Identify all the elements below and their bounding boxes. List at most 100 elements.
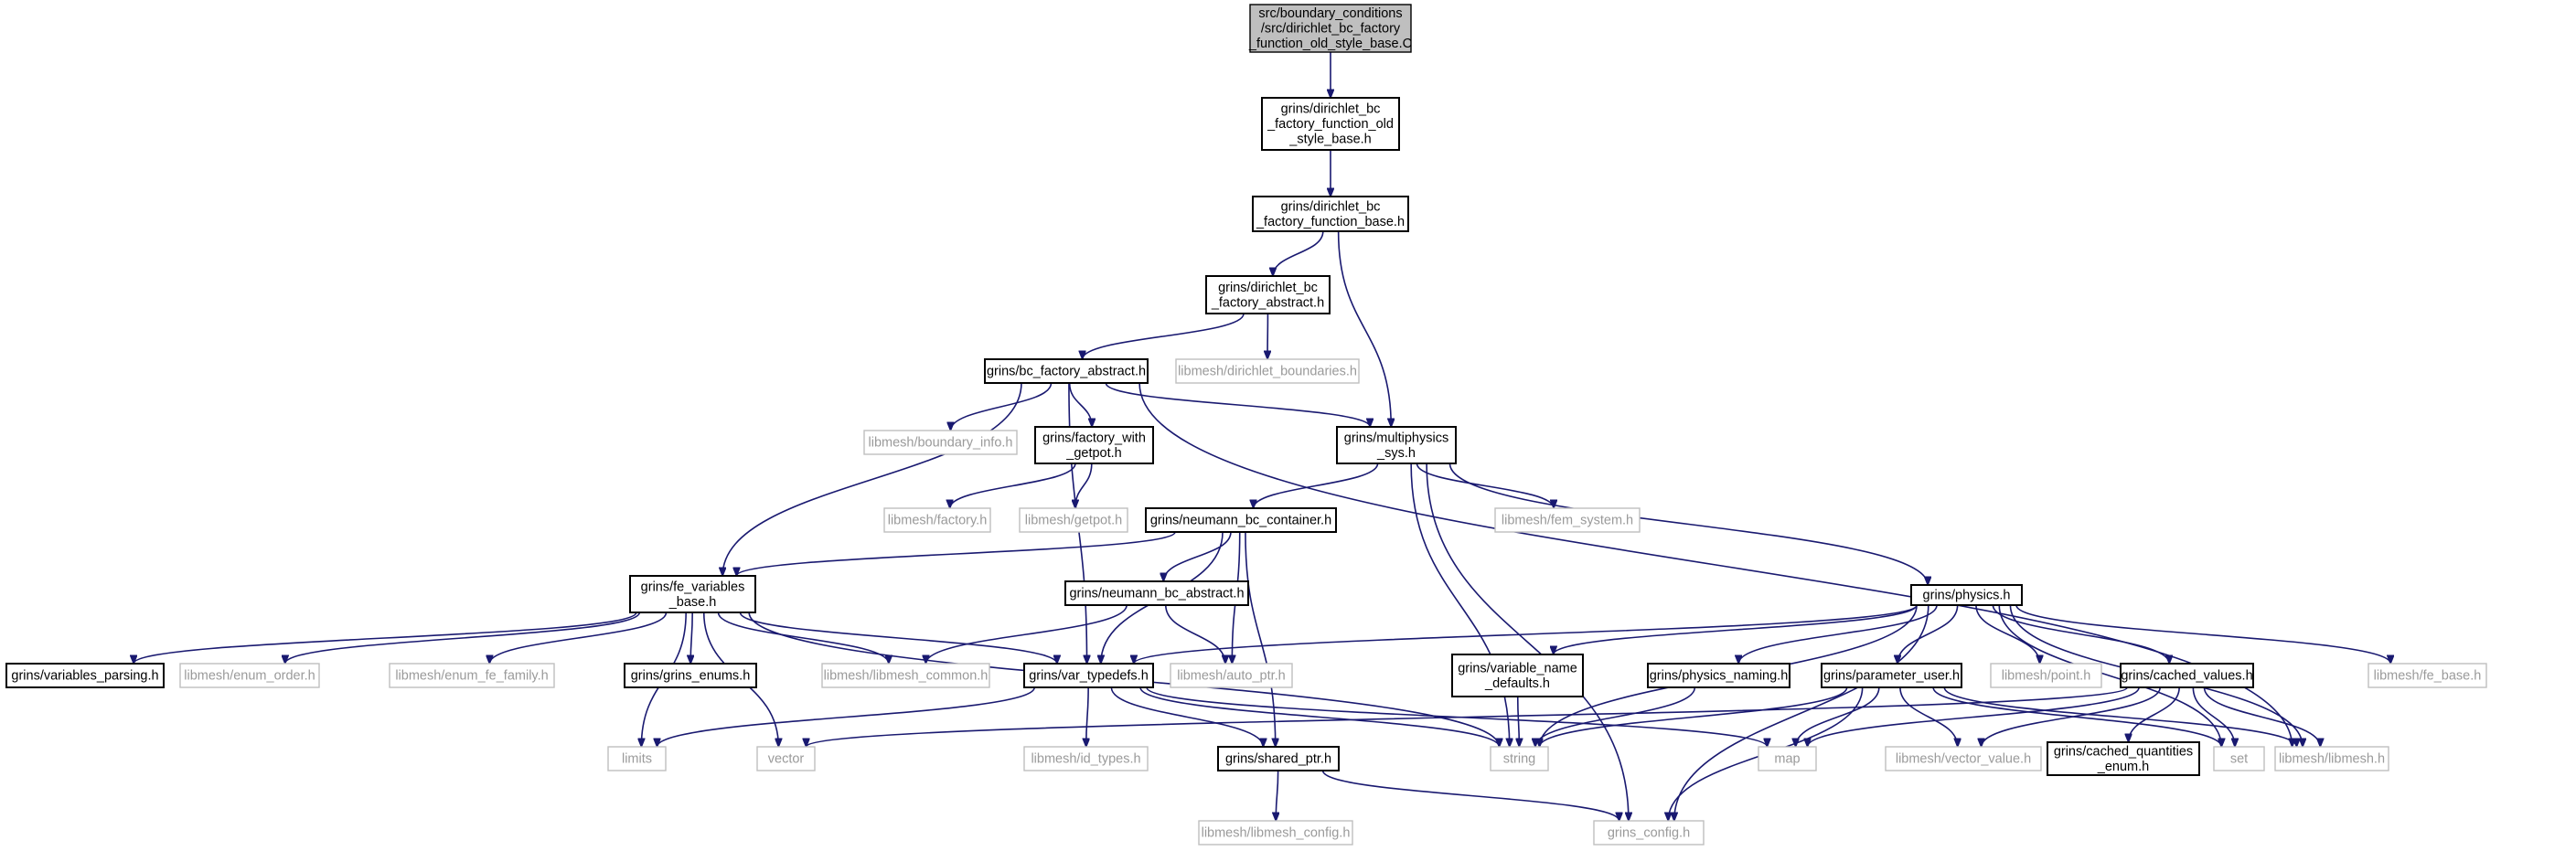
node-bc-abs[interactable]: grins/bc_factory_abstract.h (984, 358, 1149, 384)
node-dbc-func[interactable]: grins/dirichlet_bc_factory_function_base… (1252, 196, 1409, 232)
node-multiphys[interactable]: grins/multiphysics_sys.h (1336, 426, 1457, 464)
node-box (1175, 358, 1360, 384)
node-phys-naming[interactable]: grins/physics_naming.h (1647, 663, 1790, 688)
node-lm-vecval: libmesh/vector_value.h (1885, 746, 2042, 771)
edge-fact_getpot-to-lm_getpot (1075, 463, 1093, 508)
edge-bc_abs-to-lm_bndinfo (951, 382, 1053, 431)
node-box (1758, 746, 1817, 771)
node-box (1019, 507, 1128, 533)
node-label-line: libmesh/libmesh_common.h (824, 669, 989, 684)
node-box (1064, 580, 1249, 606)
node-label-line: _style_base.h (1288, 133, 1371, 147)
edge-physics-to-set (1998, 604, 2221, 747)
node-cached-vals[interactable]: grins/cached_values.h (2120, 663, 2254, 688)
node-var-typedefs[interactable]: grins/var_typedefs.h (1023, 663, 1154, 688)
node-label-line: src/boundary_conditions (1258, 6, 1402, 21)
node-physics[interactable]: grins/physics.h (1910, 584, 2023, 606)
node-limits: limits (607, 746, 667, 771)
edge-param_user-to-lm_libmesh (1943, 686, 2296, 747)
edge-cached_vals-to-lm_vecval (1982, 686, 2161, 747)
node-label-line: libmesh/fem_system.h (1502, 514, 1633, 528)
node-box (1821, 663, 1962, 688)
node-label-line: grins/bc_factory_abstract.h (987, 365, 1146, 379)
node-cached-qty[interactable]: grins/cached_quantities_enum.h (2047, 741, 2200, 776)
node-box (2274, 746, 2389, 771)
node-box (1494, 507, 1641, 533)
edge-physics-to-var_typedefs (1134, 604, 1918, 665)
node-label-line: grins/var_typedefs.h (1029, 669, 1149, 684)
node-label-line: _base.h (668, 595, 717, 610)
node-label-line: libmesh/point.h (2002, 669, 2091, 684)
node-label-line: grins/physics.h (1923, 589, 2011, 603)
edge-neu_cont-to-shared_ptr (1245, 531, 1276, 747)
node-label-line: map (1774, 752, 1800, 767)
edge-multiphys-to-string (1410, 463, 1510, 747)
node-shared-ptr[interactable]: grins/shared_ptr.h (1217, 746, 1340, 771)
node-label-line: _enum.h (2097, 760, 2149, 774)
node-label-line: _defaults.h (1484, 676, 1550, 691)
node-fact-getpot[interactable]: grins/factory_with_getpot.h (1034, 426, 1154, 464)
edge-physics-to-cached_vals (1992, 604, 2169, 664)
node-var-pars[interactable]: grins/variables_parsing.h (5, 663, 165, 688)
edge-physics-to-grins_config (1674, 604, 1929, 821)
node-box (1023, 746, 1149, 771)
node-box (1593, 820, 1705, 846)
edge-shared_ptr-to-grins_config (1321, 770, 1619, 821)
node-var-name-def[interactable]: grins/variable_name_defaults.h (1451, 654, 1584, 697)
edge-fe_vars-to-var_pars (134, 612, 637, 665)
node-string: string (1490, 746, 1549, 771)
node-label-line: vector (768, 752, 805, 767)
node-box (2368, 663, 2487, 688)
node-grins-config: grins_config.h (1593, 820, 1705, 846)
node-box (883, 507, 991, 533)
node-lm-common: libmesh/libmesh_common.h (821, 663, 990, 688)
edge-neu_cont-to-fe_vars (736, 531, 1176, 577)
edge-bc_abs-to-fact_getpot (1068, 382, 1092, 427)
node-label-line: grins/dirichlet_bc (1281, 199, 1381, 214)
edge-param_user-to-set (1932, 686, 2221, 747)
edge-cached_vals-to-set (2192, 686, 2235, 747)
node-root[interactable]: src/boundary_conditions/src/dirichlet_bc… (1248, 4, 1412, 53)
node-box (1490, 746, 1549, 771)
node-label-line: /src/dirichlet_bc_factory (1261, 22, 1401, 37)
node-lm-factory: libmesh/factory.h (883, 507, 991, 533)
node-grins-enums[interactable]: grins/grins_enums.h (624, 663, 757, 688)
node-neu-abs[interactable]: grins/neumann_bc_abstract.h (1064, 580, 1249, 606)
edge-physics-to-param_user (1897, 604, 1959, 664)
node-fe-vars[interactable]: grins/fe_variables_base.h (629, 575, 756, 613)
edge-neu_cont-to-neu_abs (1163, 531, 1232, 581)
node-label-line: limits (622, 752, 652, 767)
node-dbc-abs[interactable]: grins/dirichlet_bc_factory_abstract.h (1205, 275, 1331, 314)
node-label-line: libmesh/fe_base.h (2374, 669, 2482, 684)
edge-var_typedefs-to-string (1139, 686, 1499, 747)
node-label-line: _getpot.h (1065, 446, 1121, 461)
node-box (179, 663, 320, 688)
node-label-line: _factory_function_old (1267, 117, 1394, 132)
node-box (1023, 663, 1154, 688)
node-box (2047, 741, 2200, 776)
node-label-line: grins/factory_with (1042, 431, 1146, 445)
edge-physics-to-phys_naming (1738, 604, 1938, 664)
node-label-line: grins/dirichlet_bc (1218, 281, 1318, 295)
node-param-user[interactable]: grins/parameter_user.h (1821, 663, 1962, 688)
edge-fe_vars-to-lm_enumfe (489, 612, 668, 664)
node-box (1990, 663, 2102, 688)
node-dbc-old[interactable]: grins/dirichlet_bc_factory_function_old_… (1261, 97, 1400, 151)
node-box (1198, 820, 1353, 846)
node-box (1145, 507, 1337, 533)
edge-param_user-to-string (1540, 686, 1848, 747)
node-box (5, 663, 165, 688)
node-box (389, 663, 555, 688)
node-lm-femsys: libmesh/fem_system.h (1494, 507, 1641, 533)
node-label-line: grins_config.h (1608, 826, 1690, 841)
node-lm-enumord: libmesh/enum_order.h (179, 663, 320, 688)
node-label-line: libmesh/auto_ptr.h (1177, 669, 1286, 684)
node-box (984, 358, 1149, 384)
node-neu-cont[interactable]: grins/neumann_bc_container.h (1145, 507, 1337, 533)
node-label-line: string (1503, 752, 1535, 767)
edge-physics-to-lm_febase (2015, 604, 2390, 664)
node-label-line: libmesh/libmesh_config.h (1202, 826, 1351, 841)
node-label-line: grins/neumann_bc_container.h (1150, 514, 1331, 528)
edge-cached_vals-to-map (1808, 686, 2140, 747)
